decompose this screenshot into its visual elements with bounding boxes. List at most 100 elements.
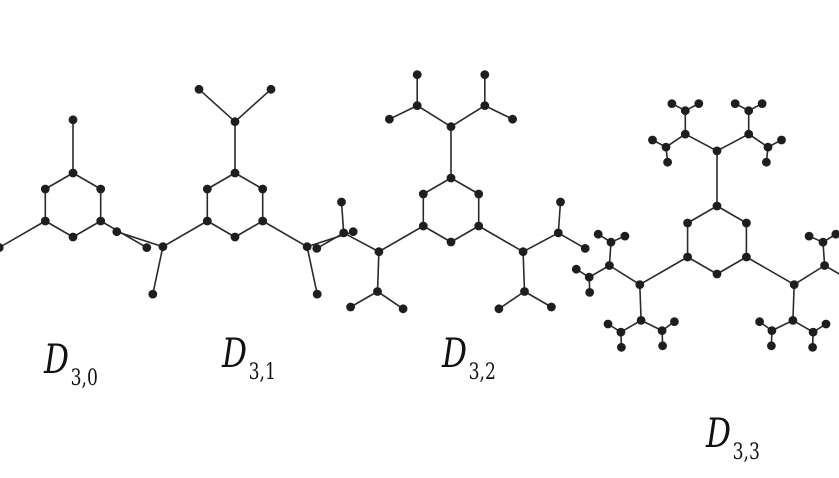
graph-edge: [745, 256, 796, 286]
graph-vertex: [635, 280, 645, 289]
graph-vertex: [767, 341, 776, 351]
graph-edge: [638, 283, 642, 322]
graph-vertex: [744, 129, 754, 139]
graph-vertex: [373, 287, 382, 296]
graph-vertex: [605, 261, 614, 270]
graph-edge: [72, 172, 102, 190]
graph-vertex: [804, 231, 814, 241]
graph-vertex: [808, 327, 818, 337]
graph-edge: [792, 283, 796, 322]
graph-edge: [206, 172, 236, 190]
graph-edge: [523, 290, 553, 308]
graph-vertex: [96, 184, 106, 194]
graph-edge: [686, 205, 718, 224]
graph-vertex: [694, 99, 704, 108]
graph-vertex: [142, 243, 152, 253]
graph-edge: [557, 201, 562, 234]
graph-edge: [450, 177, 480, 195]
graph-vertex: [818, 237, 828, 247]
graph-vertex: [603, 319, 613, 329]
graph-vertex: [680, 106, 690, 116]
graph-vertex: [580, 244, 590, 253]
graph-vertex: [68, 232, 78, 242]
graph-vertex: [266, 84, 276, 94]
caption-d31: D3,1: [222, 331, 276, 385]
graph-vertex: [412, 70, 422, 79]
graph-vertex: [112, 227, 122, 237]
graph-vertex: [40, 216, 50, 226]
graph-vertex: [480, 101, 490, 110]
graph-vertex: [593, 229, 603, 239]
graph-vertex: [148, 289, 158, 299]
graph-edge: [349, 290, 379, 308]
graph-edge: [44, 220, 74, 238]
graph-vertex: [96, 216, 106, 226]
graph-vertex: [547, 302, 556, 312]
graph-edge: [716, 205, 748, 224]
graph-vertex: [667, 99, 677, 108]
graph-3-0: [0, 115, 152, 253]
graph-edge: [261, 220, 308, 248]
graph-3-2: [312, 70, 590, 314]
graph-edge: [116, 230, 164, 248]
graph-vertex: [418, 221, 428, 231]
graph-edge: [422, 177, 452, 195]
graph-vertex: [346, 302, 355, 312]
graph-vertex: [553, 228, 563, 238]
graph-vertex: [0, 243, 4, 252]
graph-vertex: [661, 142, 671, 152]
graph-edge: [72, 220, 102, 238]
graph-vertex: [657, 326, 667, 335]
graph-edge: [376, 290, 404, 310]
graph-edge: [422, 225, 452, 243]
graph-edge: [716, 133, 750, 152]
graph-vertex: [606, 237, 616, 247]
graph-vertex: [712, 146, 722, 156]
graph-edge: [522, 250, 526, 293]
graph-vertex: [446, 173, 456, 183]
graph-vertex: [474, 221, 484, 231]
graph-vertex: [412, 101, 422, 110]
graph-vertex: [556, 197, 565, 207]
graph-vertex: [616, 327, 626, 337]
graph-vertex: [230, 117, 240, 127]
graph-edge: [376, 250, 380, 293]
graph-vertex: [230, 168, 240, 178]
graph-edge: [557, 232, 587, 250]
graph-vertex: [385, 114, 394, 124]
graph-vertex: [762, 157, 771, 167]
graph-vertex: [755, 317, 764, 327]
caption-d32: D3,2: [442, 331, 496, 385]
graph-edge: [206, 220, 236, 238]
graph-edge: [716, 256, 748, 275]
graph-vertex: [258, 184, 268, 194]
graph-vertex: [348, 227, 358, 237]
graph-vertex: [742, 252, 751, 262]
caption-d30: D3,0: [44, 337, 98, 391]
graph-vertex: [620, 231, 630, 241]
graph-vertex: [508, 114, 517, 124]
graph-vertex: [339, 228, 349, 238]
graph-vertex: [730, 99, 740, 108]
graph-vertex: [398, 304, 408, 314]
graph-edge: [378, 225, 425, 253]
graph-vertex: [571, 264, 581, 274]
graph-vertex: [194, 84, 204, 94]
graph-edge: [477, 225, 524, 253]
graph-vertex: [683, 252, 692, 262]
graph-vertex: [312, 289, 322, 299]
graph-vertex: [474, 189, 484, 199]
graph-vertex: [312, 244, 322, 253]
graph-edge: [450, 104, 486, 128]
graph-vertex: [663, 157, 672, 167]
graph-vertex: [202, 216, 212, 226]
graph-vertex: [40, 184, 50, 194]
caption-d33: D3,3: [706, 411, 760, 465]
graph-vertex: [742, 218, 751, 228]
graph-edge: [162, 220, 209, 248]
graph-edge: [198, 88, 236, 123]
graph-edge: [234, 88, 272, 123]
graph-vertex: [302, 242, 312, 252]
graph-vertex: [821, 319, 831, 329]
